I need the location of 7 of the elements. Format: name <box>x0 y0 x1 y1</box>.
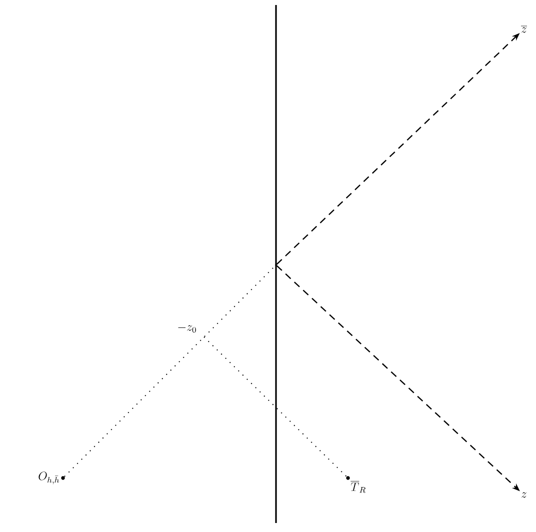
math-label: $-z_0$ <box>178 325 196 333</box>
dotted-line <box>204 336 348 478</box>
math-label: $z$ <box>522 492 527 498</box>
point-label: $\overline{T}_R$ <box>346 476 366 493</box>
math-label: $\overline{z}$ <box>521 26 527 33</box>
dotted-line <box>64 265 276 478</box>
point-label: $O_{h,\bar{h}}$ <box>38 472 65 484</box>
